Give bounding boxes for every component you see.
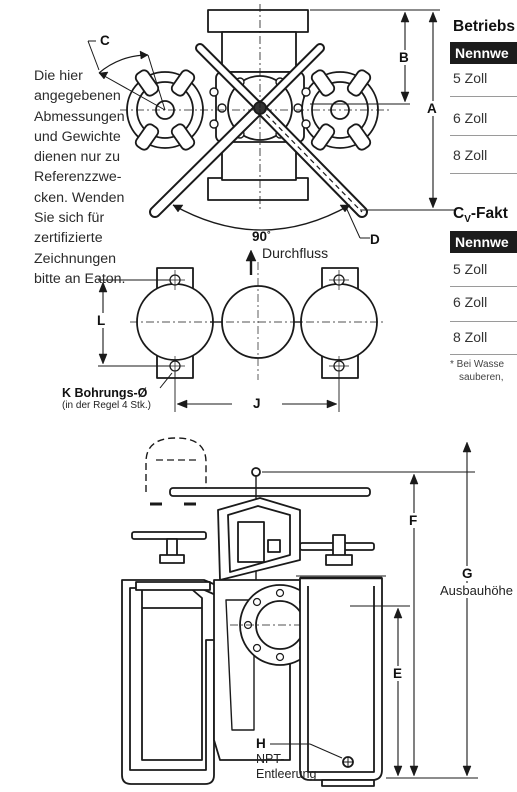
table2-footnote: sauberen, [459, 372, 504, 383]
dim-label-f: F [409, 513, 418, 528]
dim-label-l: L [97, 313, 106, 328]
side-section-view [121, 437, 478, 787]
table1-row: 8 Zoll [453, 147, 488, 163]
table1-header: Nennwe [450, 42, 517, 64]
dim-label-c: C [100, 33, 110, 48]
dim-label-e: E [393, 666, 403, 681]
dim-label-j: J [253, 396, 261, 411]
table2-header: Nennwe [450, 231, 517, 253]
drain-label-entleerung: Entleerung [256, 767, 317, 781]
table1-divider [450, 173, 517, 174]
table1-title: Betriebs [453, 18, 516, 35]
table2-divider [450, 286, 517, 287]
angle-label: 90° [252, 229, 271, 244]
table2-divider [450, 321, 517, 322]
table2-footnote: * Bei Wasse [450, 359, 505, 370]
table1-divider [450, 135, 517, 136]
table2-title: CV-Fakt [453, 205, 508, 226]
reference-note: Die hier angegebenen Abmessungen und Gew… [34, 68, 126, 287]
table1-divider [450, 96, 517, 97]
table2-row: 8 Zoll [453, 329, 488, 345]
dim-label-h: H [256, 736, 266, 751]
bolt-hole-label: K Bohrungs-Ø [62, 386, 148, 400]
table1-row: 5 Zoll [453, 70, 488, 86]
table2-row: 5 Zoll [453, 261, 488, 277]
dim-label-g: G [462, 566, 473, 581]
drain-label-npt: NPT- [256, 752, 285, 766]
table2-row: 6 Zoll [453, 294, 488, 310]
table2-divider [450, 354, 517, 355]
table1-row: 6 Zoll [453, 110, 488, 126]
dim-label-d: D [370, 232, 380, 247]
dim-label-b: B [399, 50, 409, 65]
mounting-height-label: Ausbauhöhe [440, 583, 514, 598]
dim-label-a: A [427, 101, 437, 116]
flow-label: Durchfluss [262, 245, 329, 261]
bolt-hole-note: (in der Regel 4 Stk.) [62, 400, 151, 411]
plan-view [98, 262, 384, 412]
top-view [87, 4, 455, 275]
